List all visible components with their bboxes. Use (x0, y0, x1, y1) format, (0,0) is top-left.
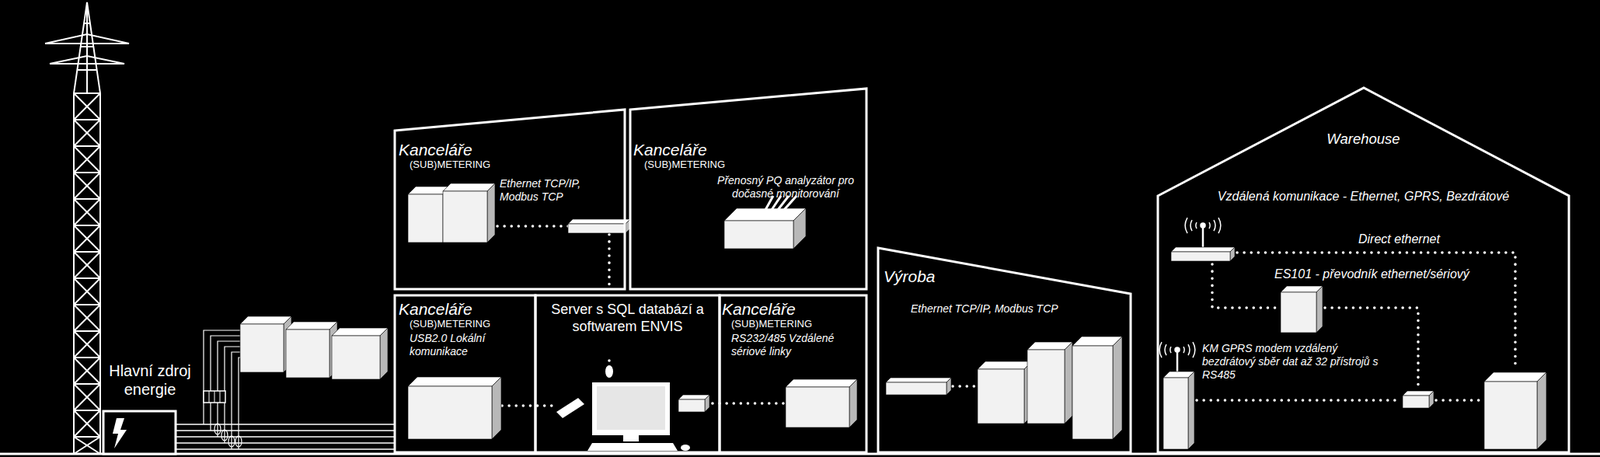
serial-connector (1402, 390, 1434, 408)
energy-meter (442, 183, 495, 243)
room-title: Kanceláře (633, 139, 708, 160)
serial-connector (678, 394, 710, 412)
power-tower (45, 2, 129, 454)
energy-meter (977, 361, 1032, 424)
energy-meter (407, 376, 502, 440)
room-note: USB2.0 Lokální komunikace (409, 331, 519, 359)
room-note: (SUB)METERING (644, 158, 726, 171)
room-note: Ethernet TCP/IP, Modbus TCP (499, 177, 617, 204)
ethernet-switch (885, 377, 952, 395)
bus-bars (175, 424, 395, 450)
device-label: KM GPRS modem vzdálený bezdrátový sběr d… (1202, 341, 1389, 381)
server-computer (587, 365, 691, 451)
office-room: Kanceláře(SUB)METERING Ethernet TCP/IP, M… (394, 109, 625, 290)
room-title: Výroba (883, 266, 936, 286)
ct-terminal-block (203, 390, 226, 403)
office-room: Kanceláře(SUB)METERINGUSB2.0 Lokální kom… (394, 295, 536, 453)
energy-meter (1027, 341, 1073, 424)
energy-meter (785, 379, 858, 428)
room-note: Přenosný PQ analyzátor pro dočasné monit… (711, 174, 861, 201)
wireless-antenna (1185, 217, 1221, 248)
dotted-link (501, 404, 557, 408)
production-building: VýrobaEthernet TCP/IP, Modbus TCP (878, 247, 1131, 453)
room-note: (SUB)METERING (731, 317, 813, 331)
ethernet-router (1171, 247, 1235, 262)
room-title: Server s SQL databází a softwarem ENVIS (541, 301, 714, 335)
room-note: (SUB)METERING (409, 158, 491, 171)
meter-wires (203, 330, 242, 450)
ground-line (0, 453, 1600, 455)
gprs-modem (1163, 371, 1195, 450)
energy-meter (240, 316, 292, 373)
dotted-link (711, 401, 784, 405)
room-note: Vzdálená komunikace - Ethernet, GPRS, Be… (1157, 188, 1569, 204)
room-title: Warehouse (1157, 130, 1569, 148)
energy-meter (285, 321, 338, 378)
room-note: Ethernet TCP/IP, Modbus TCP (910, 302, 1059, 316)
transformer-box (103, 411, 176, 454)
room-title: Kanceláře (398, 299, 473, 319)
device-label: ES101 - převodník ethernet/sériový (1274, 266, 1470, 282)
gprs-antenna (1159, 341, 1195, 372)
room-title: Kanceláře (721, 299, 796, 319)
ethernet-switch (568, 219, 631, 234)
room-note: (SUB)METERING (409, 317, 491, 331)
es101-converter (1280, 285, 1323, 333)
usb-stick (556, 397, 585, 419)
device-label: Hlavní zdroj energie (104, 361, 196, 399)
room-note: RS232/485 Vzdálené sériové linky (731, 331, 864, 359)
energy-meter (1072, 336, 1123, 440)
device-label: Direct ethernet (1355, 231, 1443, 247)
server-room: Server s SQL databází a softwarem ENVIS (535, 295, 720, 453)
room-title: Kanceláře (398, 139, 473, 160)
pq-analyzer (724, 195, 806, 249)
energy-meter (1484, 372, 1547, 450)
dotted-link (497, 226, 610, 373)
energy-meter (331, 327, 388, 380)
office-room: Kanceláře(SUB)METERINGRS232/485 Vzdálené… (719, 295, 867, 453)
office-room: Kanceláře(SUB)METERING Přenosný PQ analyz… (630, 88, 867, 290)
